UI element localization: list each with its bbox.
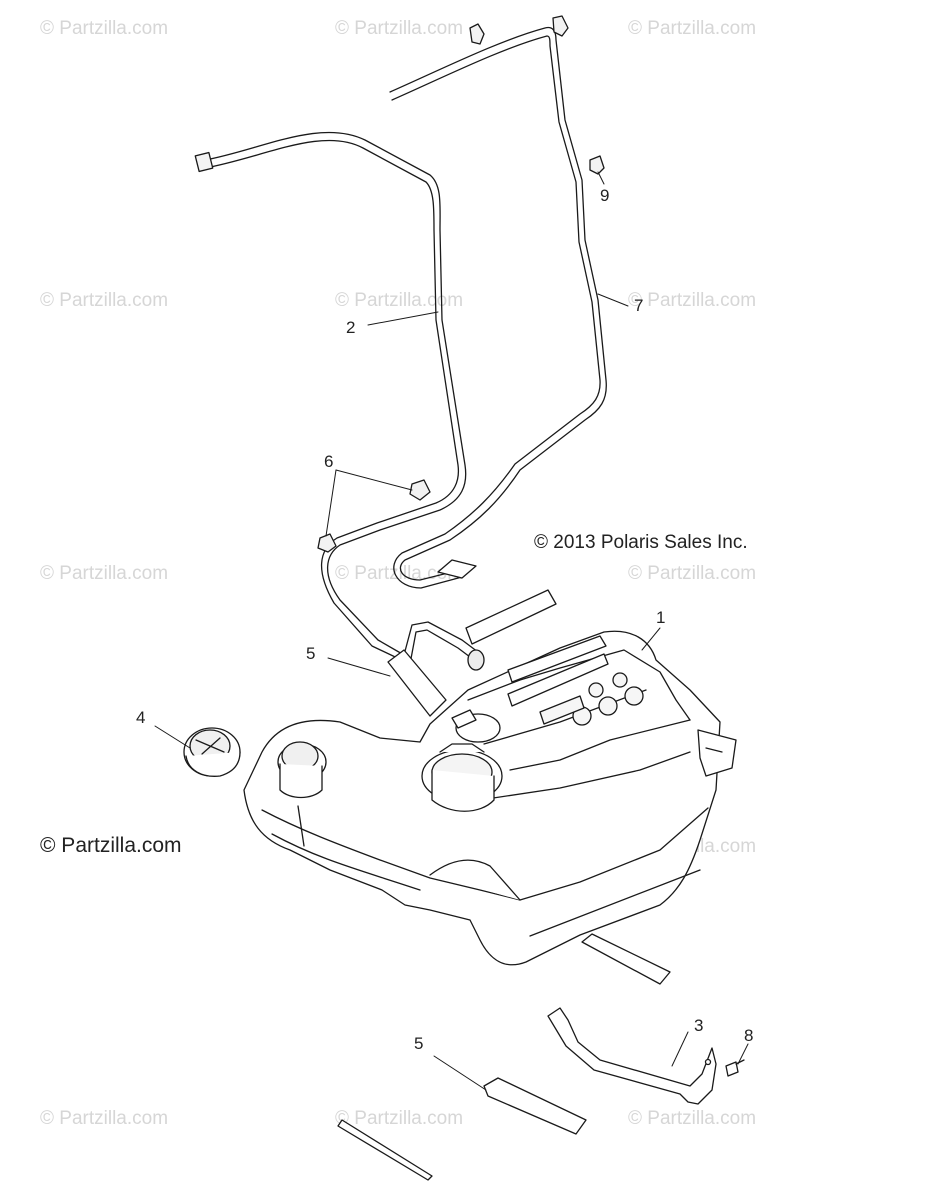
vent-fitting [451,709,501,743]
watermark: © Partzilla.com [335,563,464,584]
brand-watermark: © Partzilla.com [40,834,182,857]
tank-strap-3 [547,1007,717,1105]
vent-hose-7 [389,26,607,589]
bottom-pad-5 [483,1077,587,1135]
filler-neck [277,741,327,799]
watermark: © Partzilla.com [335,18,464,39]
vent-hose-2 [194,131,485,671]
callout-5-bottom: 5 [414,1034,424,1053]
leader-2 [367,311,439,326]
callout-9: 9 [600,186,610,205]
watermark: © Partzilla.com [628,290,757,311]
copyright-notice: © 2013 Polaris Sales Inc. [534,532,748,553]
lower-pad [581,933,671,985]
callout-4: 4 [136,708,146,727]
tank-side-bracket [697,729,737,777]
watermark: © Partzilla.com [40,563,169,584]
leader-4 [154,725,191,749]
callout-6: 6 [324,452,334,471]
heat-pads [387,589,557,717]
watermark: © Partzilla.com [40,290,169,311]
leader-lines [154,171,749,1091]
callout-2: 2 [346,318,356,337]
bottom-strip [337,1119,433,1181]
leader-1 [641,627,661,651]
watermark: © Partzilla.com [628,563,757,584]
watermark: © Partzilla.com [335,1108,464,1129]
callout-5-top: 5 [306,644,316,663]
watermark: © Partzilla.com [40,18,169,39]
leader-5b [433,1055,487,1091]
leader-5a [327,657,391,677]
fuel-cap-4 [183,727,241,777]
watermark: © Partzilla.com [628,18,757,39]
watermark: © Partzilla.com [40,1108,169,1129]
hose-clips [317,15,605,553]
callout-7: 7 [634,296,644,315]
watermark: © Partzilla.com [628,1108,757,1129]
leader-8 [737,1043,749,1065]
fuel-pump-ring [421,743,503,812]
leader-7 [597,293,629,307]
callout-1: 1 [656,608,666,627]
leader-6b [325,469,337,537]
bolt-8 [725,1059,745,1077]
tank-label-circles [539,672,644,726]
leader-3 [671,1031,689,1067]
leader-9 [597,171,605,185]
watermark: © Partzilla.com [335,290,464,311]
leader-6a [335,469,413,491]
callout-3: 3 [694,1016,704,1035]
callout-8: 8 [744,1026,754,1045]
